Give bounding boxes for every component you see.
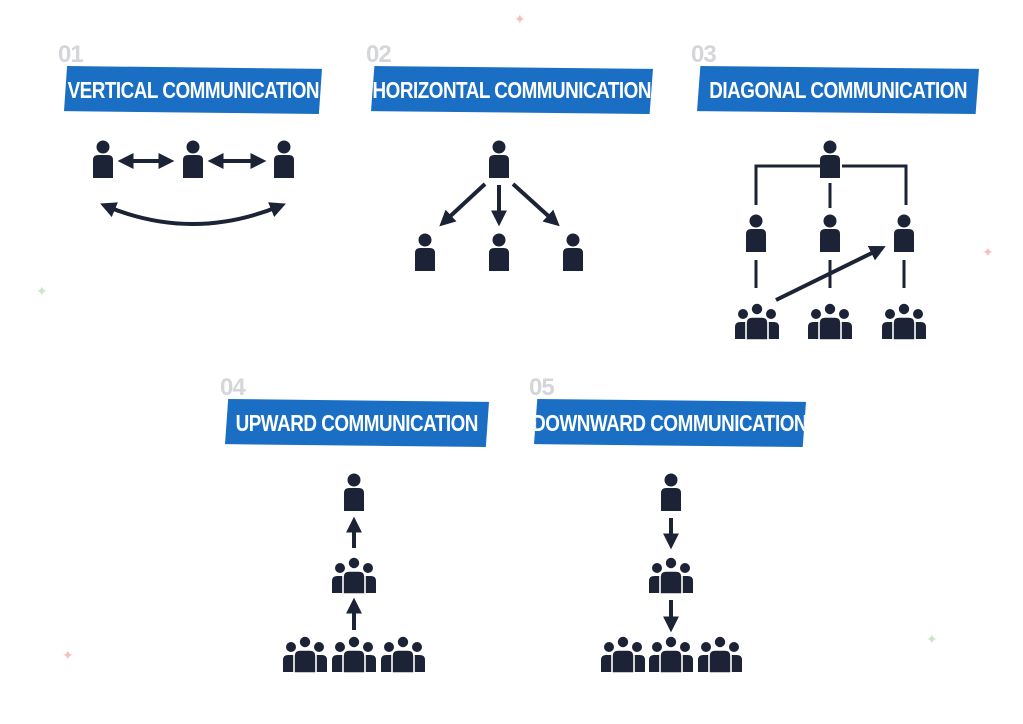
- section-number: 02: [366, 41, 392, 68]
- group-icon: [698, 635, 742, 673]
- diagonal-arrow-icon: [775, 246, 886, 302]
- section-title-banner: HORIZONTAL COMMUNICATION: [371, 66, 653, 114]
- section-title-banner: DOWNWARD COMMUNICATION: [534, 399, 806, 447]
- section-title: VERTICAL COMMUNICATION: [67, 76, 319, 103]
- curved-double-arrow-icon: [100, 202, 286, 226]
- section-title-banner: VERTICAL COMMUNICATION: [64, 66, 322, 114]
- section-number: 01: [58, 41, 84, 68]
- sparkle-decoration: ✦: [982, 244, 994, 260]
- section-title: UPWARD COMMUNICATION: [235, 409, 479, 436]
- section-number: 04: [220, 374, 246, 401]
- group-icon: [649, 556, 693, 594]
- sparkle-decoration: ✦: [62, 647, 74, 663]
- section-number: 05: [529, 374, 555, 401]
- arrow-icon: [439, 182, 487, 227]
- sparkle-decoration: ✦: [926, 631, 938, 647]
- group-icon: [601, 635, 645, 673]
- section-title: DOWNWARD COMMUNICATION: [532, 409, 808, 436]
- sparkle-decoration: ✦: [36, 283, 48, 299]
- section-title: HORIZONTAL COMMUNICATION: [372, 76, 652, 103]
- person-icon: [661, 473, 681, 511]
- section-title-banner: UPWARD COMMUNICATION: [225, 399, 489, 447]
- arrow-icon: [511, 182, 560, 227]
- section-number: 03: [691, 41, 717, 68]
- sparkle-decoration: ✦: [514, 11, 526, 27]
- section-title-banner: DIAGONAL COMMUNICATION: [697, 66, 979, 114]
- group-icon: [649, 635, 693, 673]
- section-title: DIAGONAL COMMUNICATION: [709, 76, 967, 103]
